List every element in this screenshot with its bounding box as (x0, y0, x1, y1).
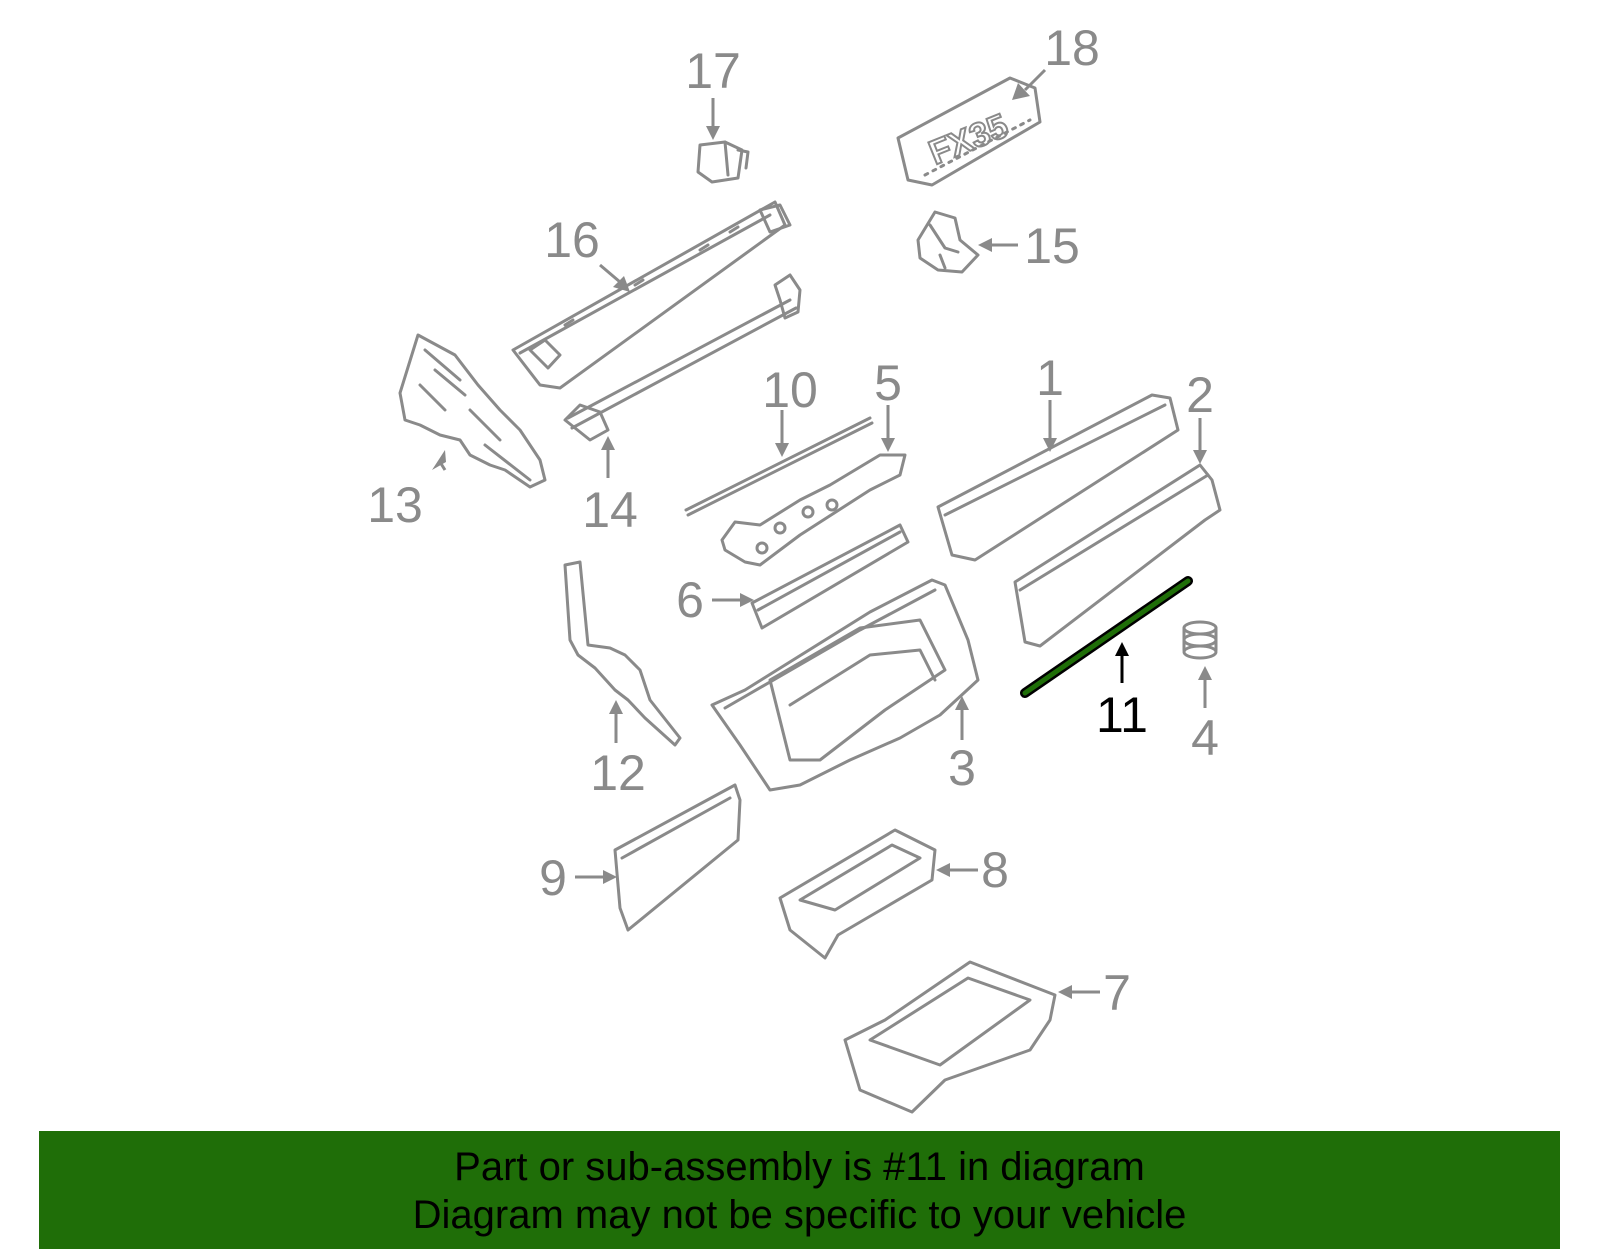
callout-11: 11 (1096, 687, 1148, 743)
part-16-bracket (511, 200, 792, 390)
callout-4: 4 (1191, 710, 1219, 766)
part-3-glovebox (710, 578, 980, 792)
part-14-rod (563, 273, 802, 442)
callout-1: 1 (1036, 350, 1064, 406)
callout-3: 3 (948, 740, 976, 796)
callout-15: 15 (1024, 218, 1080, 274)
banner-line-2: Diagram may not be specific to your vehi… (412, 1193, 1187, 1237)
part-15-bracket (916, 210, 980, 274)
callout-6: 6 (676, 572, 704, 628)
callout-arrows (432, 68, 1212, 999)
callout-labels: 1 2 3 4 5 6 7 8 9 10 11 12 13 14 15 16 1… (367, 20, 1219, 1021)
part-8-tray (778, 828, 937, 960)
part-10-strip (684, 416, 874, 517)
part-1-panel (936, 393, 1180, 562)
part-12-trim (563, 560, 682, 747)
callout-12: 12 (590, 745, 646, 801)
part-2-panel (1013, 463, 1222, 648)
callout-17: 17 (685, 43, 741, 99)
part-13-mechanism (398, 333, 547, 489)
part-5-bracket (720, 453, 907, 567)
callout-14: 14 (582, 482, 638, 538)
banner-line-1: Part or sub-assembly is #11 in diagram (454, 1145, 1145, 1189)
part-7-tray (843, 960, 1057, 1114)
callout-10: 10 (762, 362, 818, 418)
part-17-clip (696, 140, 750, 184)
part-6-pad (750, 523, 910, 630)
callout-13: 13 (367, 477, 423, 533)
part-4-bumper (1182, 620, 1218, 660)
callout-9: 9 (539, 850, 567, 906)
callout-16: 16 (544, 212, 600, 268)
callout-7: 7 (1103, 965, 1131, 1021)
part-9-panel (613, 783, 742, 932)
callout-2: 2 (1186, 367, 1214, 423)
info-banner: Part or sub-assembly is #11 in diagram D… (39, 1131, 1560, 1249)
callout-8: 8 (981, 842, 1009, 898)
callout-5: 5 (874, 355, 902, 411)
part-11-seal (1020, 576, 1193, 698)
callout-18: 18 (1044, 20, 1100, 76)
